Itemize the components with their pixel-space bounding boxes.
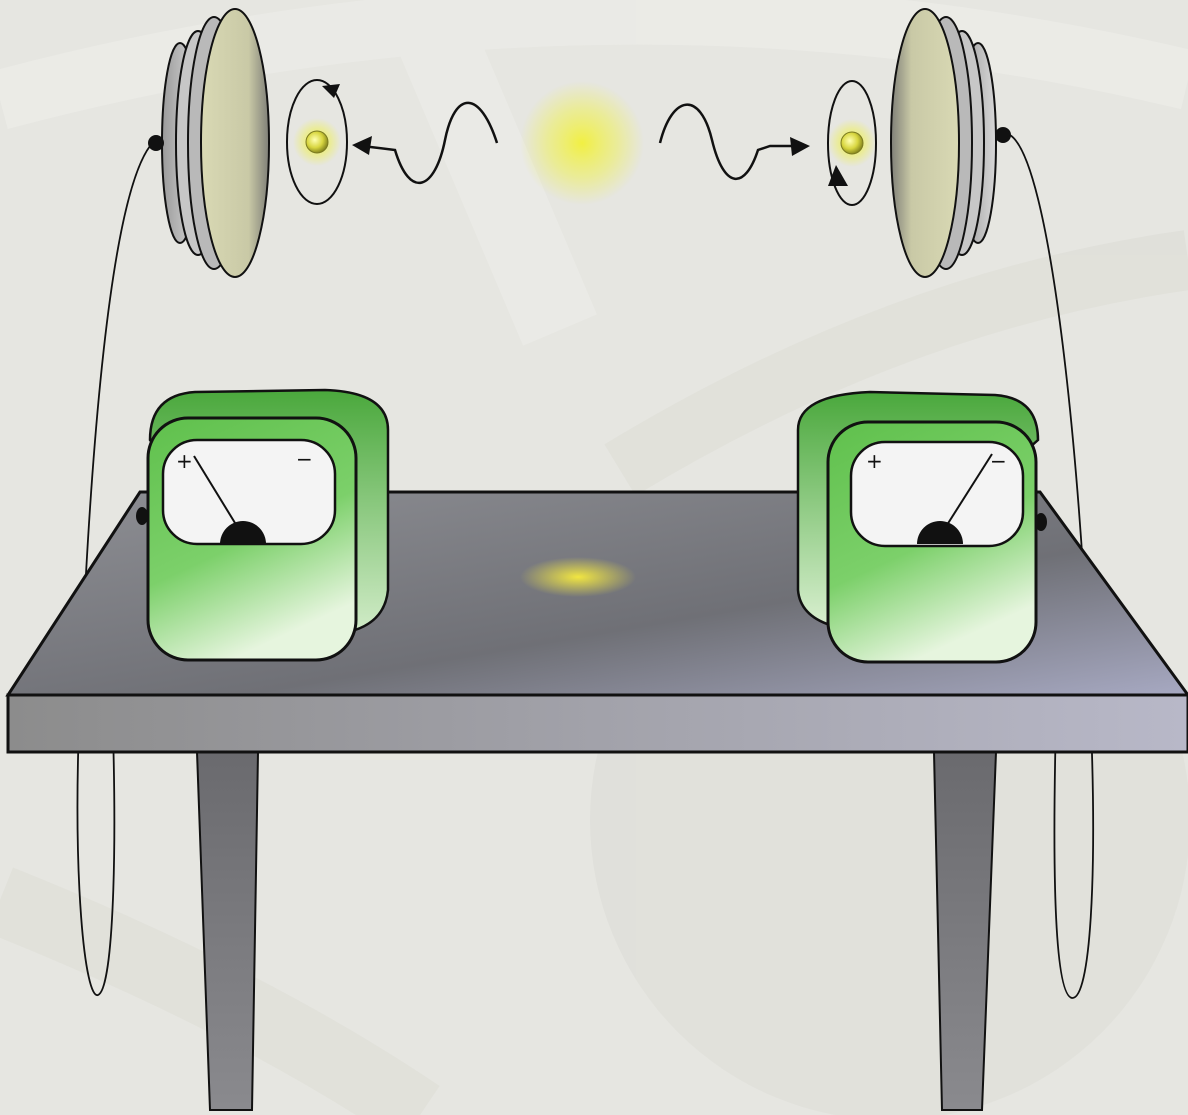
right-meter-dial-face (849, 440, 1025, 548)
right-meter-pivot (917, 521, 963, 544)
right-particle-group (827, 80, 877, 206)
left-particle-group (286, 79, 348, 205)
right-wire-connector (1035, 513, 1047, 531)
right-wave-arrowhead (790, 137, 810, 156)
right-meter-minus-sign: − (990, 449, 1007, 473)
left-wave (361, 101, 499, 184)
central-light-source (520, 81, 644, 205)
right-meter-needle (939, 453, 993, 537)
left-dish-detector (148, 8, 270, 278)
table-light-spot (520, 557, 636, 597)
left-wire-connector (136, 507, 148, 525)
right-meter-plus-sign: + (866, 449, 883, 473)
left-meter-plus-sign: + (176, 449, 193, 473)
right-wave (658, 103, 800, 181)
table-leg-left (195, 751, 260, 1111)
left-wave-arrowhead (352, 136, 372, 155)
right-dish-detector (890, 8, 1011, 278)
right-meter: + − (796, 390, 1040, 664)
left-meter: + − (146, 388, 390, 662)
left-meter-pivot (220, 521, 266, 544)
left-meter-minus-sign: − (296, 447, 313, 471)
